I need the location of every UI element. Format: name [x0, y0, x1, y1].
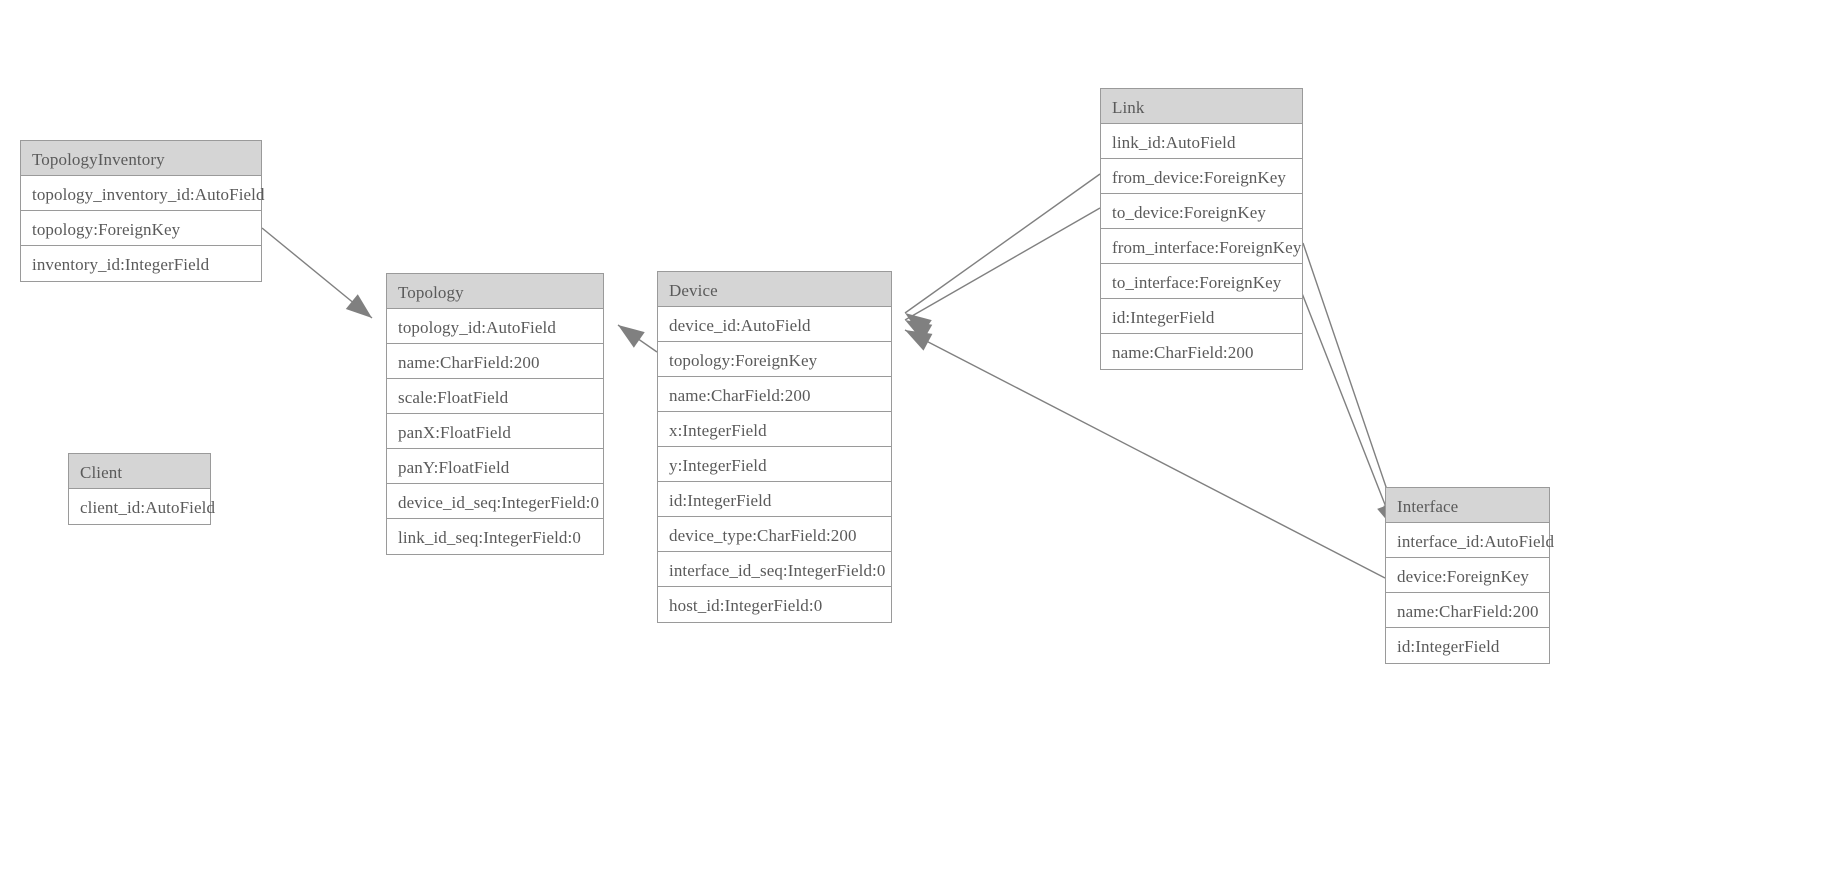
entity-title-device: Device [658, 272, 891, 307]
entity-title-client: Client [69, 454, 210, 489]
entity-field: host_id:IntegerField:0 [658, 587, 891, 622]
entity-field: id:IntegerField [1101, 299, 1302, 334]
entity-field: device_id:AutoField [658, 307, 891, 342]
entity-field: link_id_seq:IntegerField:0 [387, 519, 603, 554]
entity-field: name:CharField:200 [1101, 334, 1302, 369]
entity-field: inventory_id:IntegerField [21, 246, 261, 281]
entity-field: client_id:AutoField [69, 489, 215, 524]
entity-title-topology_inventory: TopologyInventory [21, 141, 261, 176]
entity-field: device:ForeignKey [1386, 558, 1549, 593]
entity-field: topology:ForeignKey [21, 211, 261, 246]
relationship-topology_inventory-to-topology [261, 227, 373, 319]
entity-title-link: Link [1101, 89, 1302, 124]
arrowhead-device-to-topology [618, 325, 645, 348]
entity-field: panY:FloatField [387, 449, 603, 484]
relationship-link-from_interface-to-interface [1302, 242, 1401, 529]
entity-field: to_device:ForeignKey [1101, 194, 1302, 229]
entity-field: from_interface:ForeignKey [1101, 229, 1302, 264]
entity-field: id:IntegerField [658, 482, 891, 517]
entity-field: x:IntegerField [658, 412, 891, 447]
relationship-link-from_device-to-device [904, 173, 1101, 314]
entity-field: interface_id:AutoField [1386, 523, 1554, 558]
relationship-link-to_interface-to-interface [1295, 277, 1396, 531]
entity-field: device_type:CharField:200 [658, 517, 891, 552]
entity-field: name:CharField:200 [1386, 593, 1549, 628]
entity-field: interface_id_seq:IntegerField:0 [658, 552, 891, 587]
entity-field: name:CharField:200 [658, 377, 891, 412]
entity-field: y:IntegerField [658, 447, 891, 482]
entity-title-interface: Interface [1386, 488, 1549, 523]
arrowhead-link-to_device-to-device [905, 320, 933, 342]
relationship-device-to-topology [617, 324, 658, 353]
entity-field: topology:ForeignKey [658, 342, 891, 377]
entity-field: topology_id:AutoField [387, 309, 603, 344]
relationship-link-to_device-to-device [904, 207, 1101, 321]
entity-field: panX:FloatField [387, 414, 603, 449]
arrowhead-link-from_device-to-device [905, 313, 932, 336]
arrowhead-interface-to-device [905, 330, 933, 351]
entity-field: topology_inventory_id:AutoField [21, 176, 264, 211]
entity-field: link_id:AutoField [1101, 124, 1302, 159]
entity-title-topology: Topology [387, 274, 603, 309]
entity-field: scale:FloatField [387, 379, 603, 414]
entity-field: name:CharField:200 [387, 344, 603, 379]
entity-field: from_device:ForeignKey [1101, 159, 1302, 194]
arrowhead-topology_inventory-to-topology [345, 294, 372, 318]
entity-field: id:IntegerField [1386, 628, 1549, 663]
entity-field: to_interface:ForeignKey [1101, 264, 1302, 299]
entity-field: device_id_seq:IntegerField:0 [387, 484, 603, 519]
